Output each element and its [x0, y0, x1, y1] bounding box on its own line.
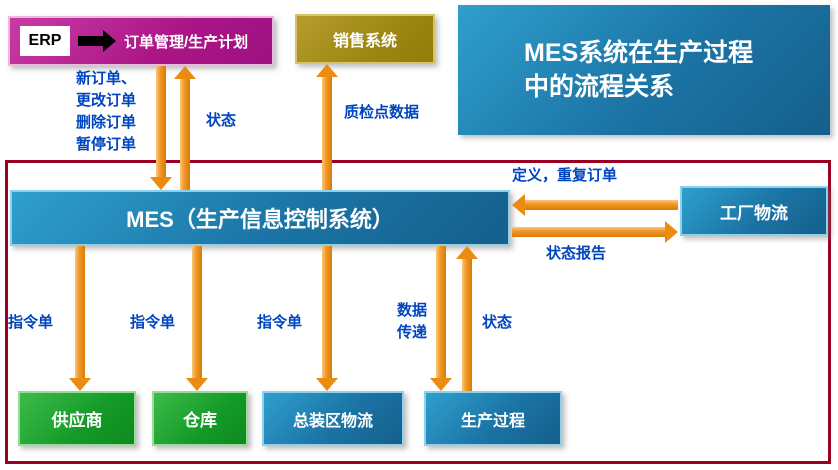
- erp-chip: ERP: [20, 26, 70, 56]
- arrow-production-to-mes: [456, 246, 478, 391]
- supplier-box: 供应商: [18, 391, 136, 446]
- diagram-title-box: MES系统在生产过程 中的流程关系: [458, 5, 830, 135]
- arrow-factory-to-mes: [512, 194, 678, 216]
- arrow-mes-to-supplier: [69, 246, 91, 391]
- label-status-erp: 状态: [206, 112, 237, 129]
- label-status-production: 状态: [482, 314, 513, 331]
- arrow-mes-to-erp: [174, 66, 196, 190]
- sales-system-box: 销售系统: [295, 14, 435, 64]
- right-arrow-icon: [78, 30, 116, 52]
- label-data-transfer: 数据 传递: [397, 302, 428, 341]
- supplier-label: 供应商: [51, 411, 103, 430]
- label-order-operations: 新订单、 更改订单 删除订单 暂停订单: [76, 70, 137, 153]
- arrow-mes-to-warehouse: [186, 246, 208, 391]
- erp-order-box: ERP 订单管理/生产计划: [8, 16, 274, 66]
- label-qc-point-data: 质检点数据: [344, 104, 420, 121]
- label-instruction-warehouse: 指令单: [130, 314, 176, 331]
- sales-system-label: 销售系统: [332, 33, 397, 50]
- factory-logistics-label: 工厂物流: [720, 203, 788, 223]
- arrow-mes-to-production: [430, 246, 452, 391]
- factory-logistics-box: 工厂物流: [680, 186, 828, 236]
- warehouse-box: 仓库: [152, 391, 248, 446]
- mes-label: MES（生产信息控制系统）: [126, 207, 394, 232]
- label-define-repeat-order: 定义，重复订单: [512, 167, 618, 184]
- arrow-mes-to-factory: [512, 221, 678, 243]
- warehouse-label: 仓库: [183, 411, 217, 430]
- production-process-box: 生产过程: [424, 391, 562, 446]
- production-process-label: 生产过程: [460, 412, 525, 430]
- label-instruction-supplier: 指令单: [8, 314, 54, 331]
- production-scope-frame: [5, 160, 831, 464]
- mes-box: MES（生产信息控制系统）: [10, 190, 510, 246]
- assembly-logistics-label: 总装区物流: [292, 412, 373, 430]
- assembly-logistics-box: 总装区物流: [262, 391, 404, 446]
- erp-order-label: 订单管理/生产计划: [124, 33, 249, 51]
- diagram-title: MES系统在生产过程 中的流程关系: [524, 39, 754, 101]
- arrow-mes-to-sales: [316, 64, 338, 190]
- label-instruction-assembly: 指令单: [257, 314, 303, 331]
- label-status-report: 状态报告: [546, 245, 607, 262]
- arrow-erp-to-mes: [150, 66, 172, 190]
- arrow-mes-to-assembly: [316, 246, 338, 391]
